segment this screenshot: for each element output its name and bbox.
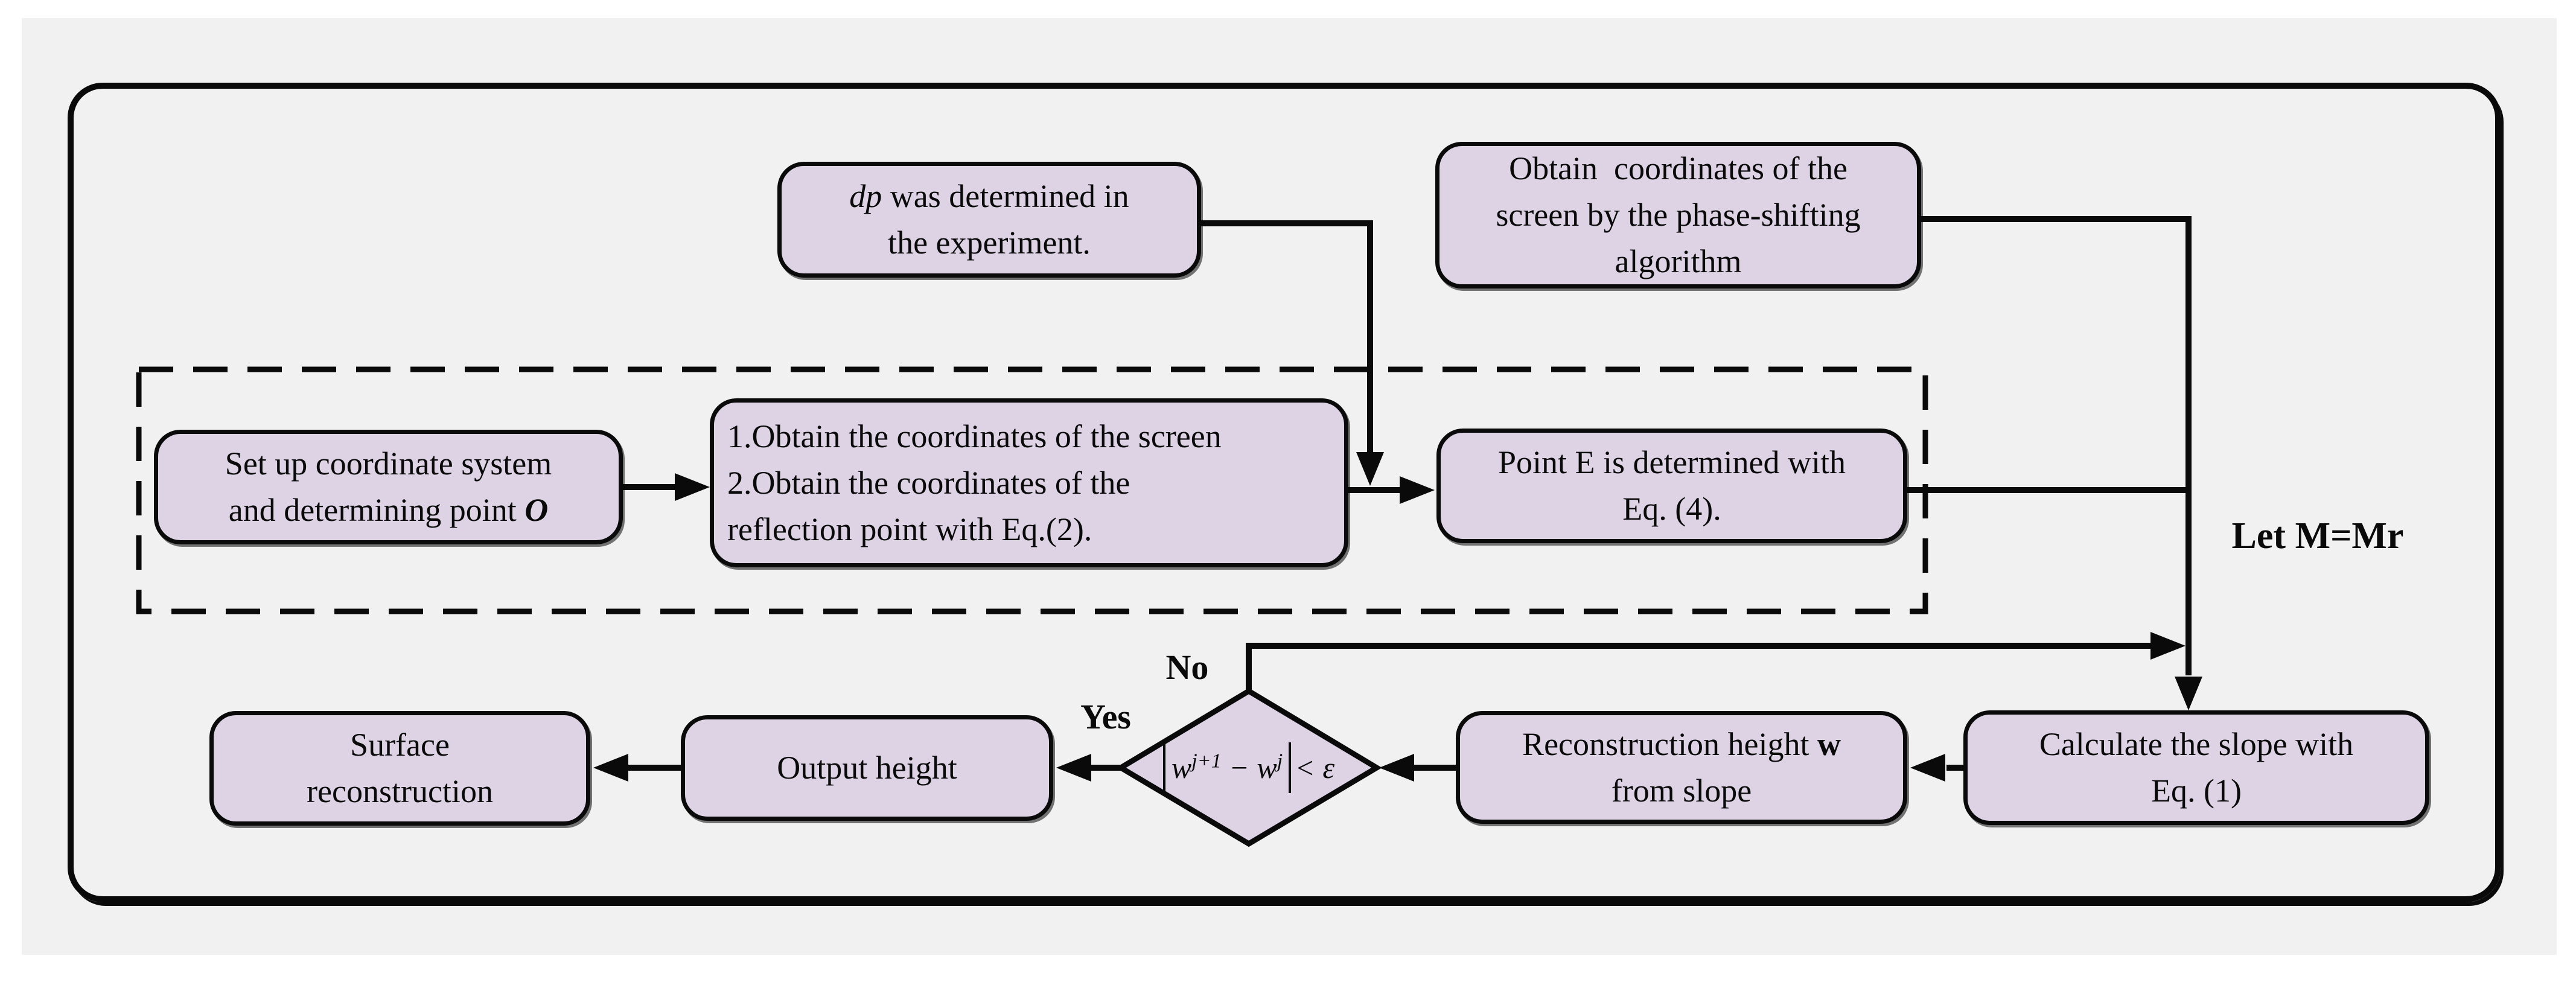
w-symbol: w <box>1817 725 1841 762</box>
abs-bar-icon <box>1289 742 1292 793</box>
arrowhead-right-icon <box>2150 632 2185 660</box>
arrowhead-down-icon <box>1356 452 1384 486</box>
setup-line2-text: and determining point <box>228 492 525 528</box>
node-text-line: Calculate the slope with <box>2039 726 2354 762</box>
node-text-line: Set up coordinate system <box>225 445 552 482</box>
node-calculate-slope: Calculate the slope with Eq. (1) <box>1963 710 2429 825</box>
w-j1-base: w <box>1171 751 1192 785</box>
w-j-sup: j <box>1277 750 1283 773</box>
outer-border <box>68 83 2501 902</box>
node-setup-coordinate-system: Set up coordinate system and determining… <box>154 430 623 544</box>
point-o-symbol: O <box>524 492 549 528</box>
node-text-line: Reconstruction height w <box>1522 721 1841 768</box>
node-text-line: Output height <box>777 750 957 786</box>
arrowhead-left-icon <box>593 754 628 782</box>
node-text-line: Point E is determined with <box>1498 444 1846 480</box>
node-text-line: Eq. (1) <box>2151 773 2242 809</box>
dp-line1-rest: was determined in <box>882 178 1129 214</box>
arrowhead-down-icon <box>2175 677 2202 710</box>
connector-dp-elbow <box>1201 220 1373 452</box>
label-yes: Yes <box>1080 697 1131 736</box>
node-text-line: Eq. (4). <box>1622 491 1721 527</box>
node-output-height: Output height <box>681 715 1053 821</box>
node-obtain-coordinates-steps: 1.Obtain the coordinates of the screen 2… <box>710 398 1348 567</box>
recon-line1-text: Reconstruction height <box>1522 725 1817 762</box>
label-no: No <box>1165 648 1209 687</box>
node-text-line: and determining point O <box>229 487 548 534</box>
arrowhead-left-icon <box>1056 754 1091 782</box>
node-text-line: 1.Obtain the coordinates of the screen <box>727 418 1222 454</box>
dp-symbol: dp <box>849 178 882 214</box>
node-dp-determined: dp was determined in the experiment. <box>777 162 1201 278</box>
arrowhead-right-icon <box>675 473 710 501</box>
connector-obtainscreen-elbow <box>1921 216 2192 675</box>
abs-bar-icon <box>1162 742 1165 793</box>
node-surface-reconstruction: Surface reconstruction <box>209 711 590 826</box>
node-text-line: the experiment. <box>888 225 1091 261</box>
node-text-line: 2.Obtain the coordinates of the <box>727 464 1130 501</box>
connector-no-loop <box>1246 643 2152 693</box>
label-let-m-mr: Let M=Mr <box>2231 515 2404 556</box>
arrowhead-left-icon <box>1379 754 1414 782</box>
node-text-line: Obtain coordinates of the <box>1509 150 1848 186</box>
node-reconstruction-height: Reconstruction height w from slope <box>1456 711 1907 824</box>
epsilon-comparison: < ε <box>1295 751 1335 785</box>
node-text-line: from slope <box>1611 772 1752 809</box>
arrowhead-right-icon <box>1400 476 1435 504</box>
minus-sign: − <box>1229 751 1249 785</box>
node-text-line: screen by the phase-shifting <box>1496 197 1861 233</box>
node-text-line: algorithm <box>1615 243 1742 279</box>
node-text-line: Surface <box>350 727 450 763</box>
w-j1-sup: j+1 <box>1191 750 1222 773</box>
formula-expression: wj+1 − wj <box>1169 750 1285 785</box>
node-point-e: Point E is determined with Eq. (4). <box>1436 429 1907 543</box>
node-text-line: reflection point with Eq.(2). <box>727 511 1092 547</box>
decision-formula: wj+1 − wj < ε <box>1128 731 1369 804</box>
node-text-line: dp was determined in <box>849 173 1129 220</box>
decision-diamond <box>1115 687 1382 847</box>
arrowhead-left-icon <box>1910 754 1945 782</box>
node-obtain-screen-coordinates: Obtain coordinates of the screen by the … <box>1435 142 1921 288</box>
node-text-line: reconstruction <box>307 773 493 809</box>
w-j-base: w <box>1257 751 1277 785</box>
